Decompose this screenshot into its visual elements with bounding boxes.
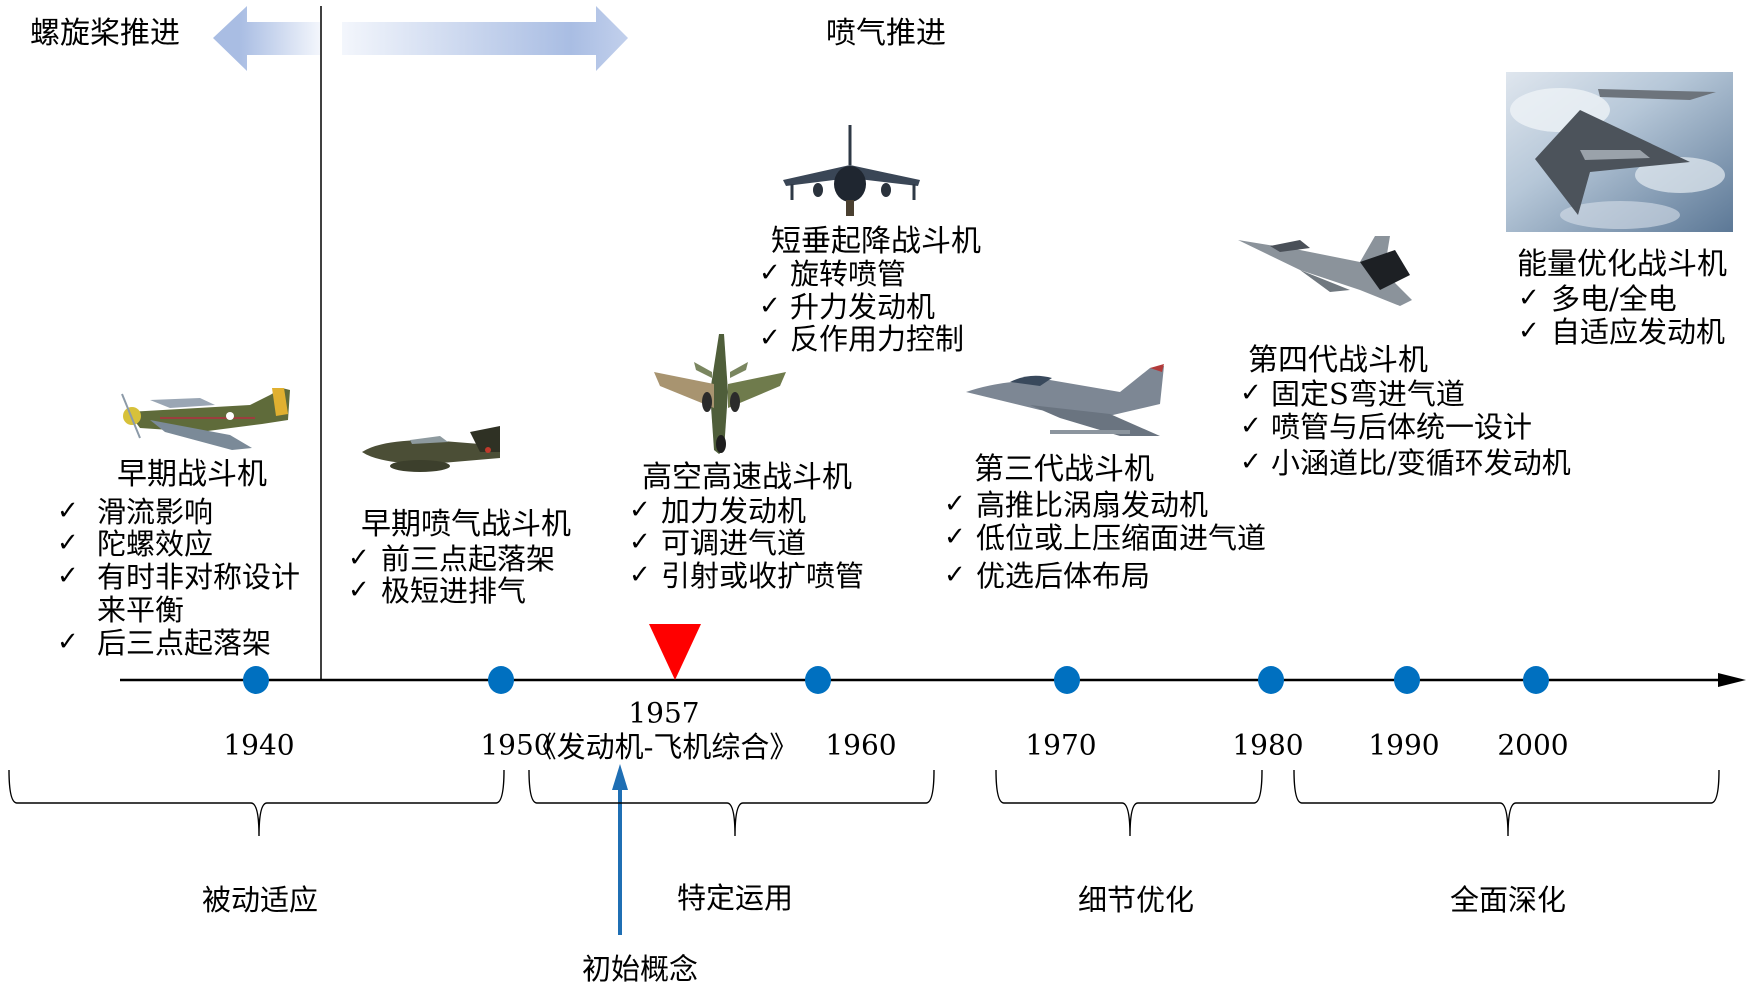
early-jet-feature: 前三点起落架 [381,542,556,576]
high-speed-feature: 可调进气道 [661,526,807,560]
timeline-arrowhead [1718,673,1746,687]
check-icon: ✓ [1240,411,1262,441]
energy-optimized-feature: 自适应发动机 [1551,315,1726,349]
stage-label-specific-application: 特定运用 [676,881,794,915]
early-fighter-feature: 有时非对称设计 [97,560,301,594]
year-label-2000: 2000 [1497,728,1569,762]
check-icon: ✓ [348,575,370,605]
check-icon: ✓ [759,258,781,288]
energy-optimized-fighter-image [1506,72,1733,232]
energy-optimized-title: 能量优化战斗机 [1517,247,1727,282]
milestone-dot-1960 [805,666,831,694]
check-icon: ✓ [1518,283,1540,313]
third-gen-title: 第三代战斗机 [974,452,1154,487]
milestone-1957-marker [649,624,701,680]
marker-year-label: 1957 [628,696,700,730]
year-label-1990: 1990 [1368,728,1440,762]
fourth-gen-feature: 固定S弯进气道 [1271,377,1465,411]
early-jet-image [362,426,500,472]
early-fighter-feature: 后三点起落架 [97,626,272,660]
early-fighter-feature: 陀螺效应 [97,527,214,561]
year-label-1940: 1940 [223,728,295,762]
vstol-feature: 旋转喷管 [790,257,907,291]
milestone-dot-1970 [1054,666,1080,694]
year-label-1950: 1950 [480,728,552,762]
check-icon: ✓ [944,522,966,552]
high-speed-feature: 加力发动机 [661,494,807,528]
early-fighter-feature: 滑流影响 [97,495,214,529]
high-speed-fighter-image [654,334,786,454]
initial-concept-label: 初始概念 [581,952,699,986]
fourth-gen-fighter-image [1238,236,1412,306]
early-fighter-feature: 来平衡 [97,593,185,627]
stage-label-detail-optimization: 细节优化 [1077,883,1195,917]
check-icon: ✓ [944,489,966,519]
early-jet-title: 早期喷气战斗机 [361,507,571,542]
concept-arrow [612,764,628,935]
check-icon: ✓ [629,527,651,557]
vstol-fighter-image [783,125,920,216]
propeller-era-arrow [213,6,320,71]
jet-era-arrow [342,6,628,71]
check-icon: ✓ [759,291,781,321]
check-icon: ✓ [944,560,966,590]
fourth-gen-feature: 小涵道比/变循环发动机 [1271,446,1571,480]
check-icon: ✓ [57,627,79,657]
marker-event-label: 《发动机-飞机综合》 [527,730,799,764]
milestone-dot-2000 [1523,666,1549,694]
milestone-dot-1950 [488,666,514,694]
stage-brace-comprehensive-deepening [1293,769,1720,837]
milestone-dot-1980 [1258,666,1284,694]
fourth-gen-title: 第四代战斗机 [1248,343,1428,378]
high-speed-feature: 引射或收扩喷管 [661,559,865,593]
milestone-dot-1990 [1394,666,1420,694]
milestone-dot-1940 [243,666,269,694]
third-gen-feature: 低位或上压缩面进气道 [976,521,1267,555]
check-icon: ✓ [1240,378,1262,408]
vstol-title: 短垂起降战斗机 [771,224,981,259]
third-gen-feature: 优选后体布局 [976,559,1151,593]
year-label-1970: 1970 [1025,728,1097,762]
check-icon: ✓ [629,560,651,590]
check-icon: ✓ [57,496,79,526]
check-icon: ✓ [1518,316,1540,346]
check-icon: ✓ [629,495,651,525]
stage-label-passive-adaptation: 被动适应 [201,883,319,917]
third-gen-feature: 高推比涡扇发动机 [976,488,1209,522]
check-icon: ✓ [57,528,79,558]
third-gen-fighter-image [966,364,1164,436]
check-icon: ✓ [1240,447,1262,477]
year-label-1960: 1960 [825,728,897,762]
high-speed-title: 高空高速战斗机 [642,460,852,495]
jet-propulsion-label: 喷气推进 [826,16,946,51]
year-label-1980: 1980 [1232,728,1304,762]
check-icon: ✓ [348,543,370,573]
energy-optimized-feature: 多电/全电 [1551,282,1677,316]
fourth-gen-feature: 喷管与后体统一设计 [1271,410,1533,444]
early-jet-feature: 极短进排气 [381,574,527,608]
check-icon: ✓ [57,561,79,591]
stage-label-comprehensive-deepening: 全面深化 [1449,883,1567,917]
stage-brace-passive-adaptation [8,769,505,837]
stage-brace-specific-application [528,769,935,837]
vstol-feature: 反作用力控制 [790,322,965,356]
propeller-fighter-image [121,388,290,450]
vstol-feature: 升力发动机 [790,290,936,324]
early-fighter-title: 早期战斗机 [117,457,267,492]
propeller-propulsion-label: 螺旋桨推进 [30,16,180,51]
check-icon: ✓ [759,323,781,353]
stage-brace-detail-optimization [995,769,1263,837]
